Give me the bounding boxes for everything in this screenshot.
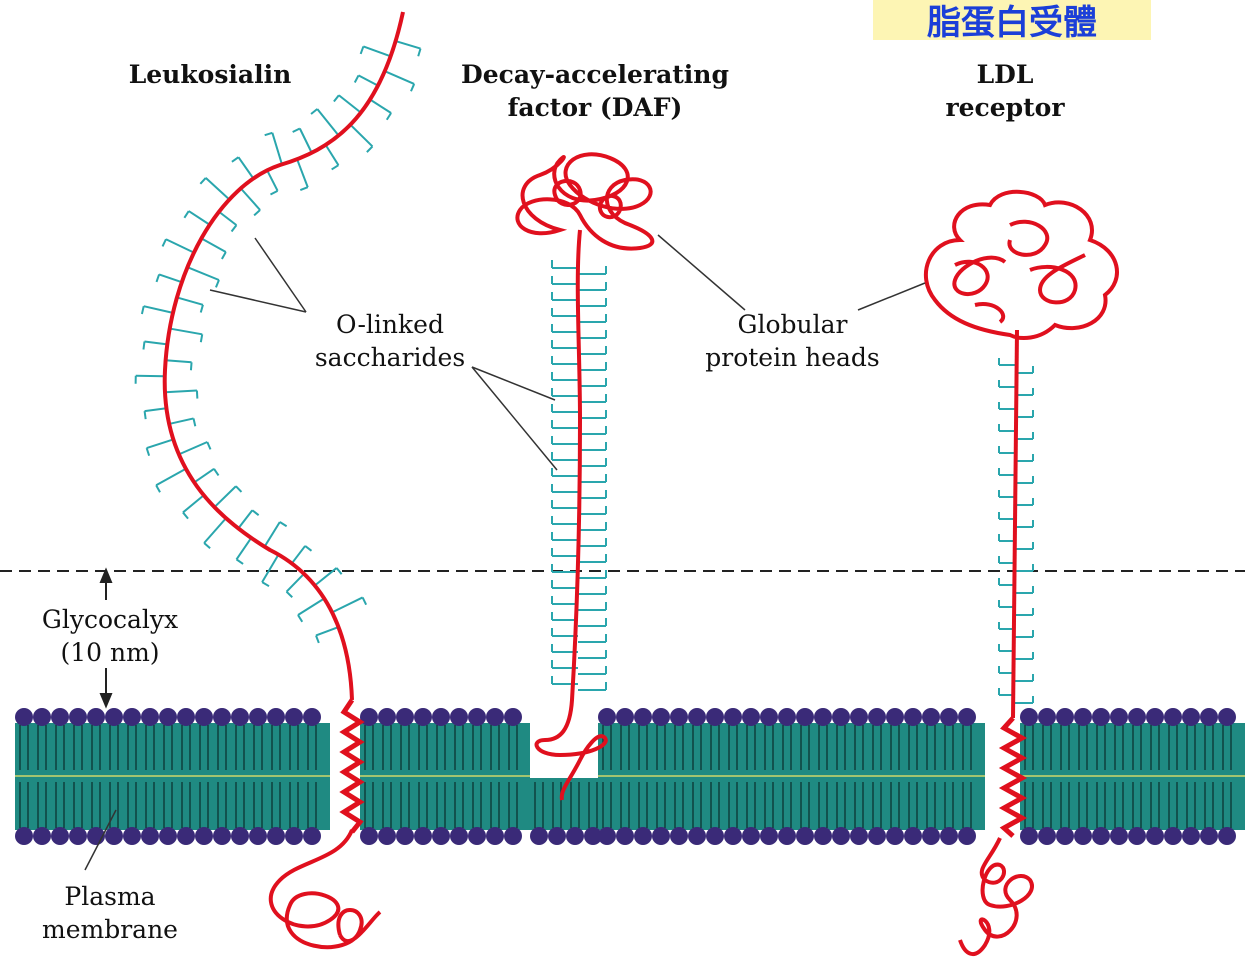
label-glycocalyx-line2: (10 nm) — [30, 636, 190, 669]
label-glycocalyx-line1: Glycocalyx — [30, 603, 190, 636]
daf-protein — [517, 154, 652, 800]
label-globular-line2: protein heads — [700, 341, 885, 374]
leukosialin-transmembrane-helix — [344, 700, 360, 832]
ldl-transmembrane-helix — [1004, 718, 1022, 836]
ldl-cytoplasmic-domain — [960, 838, 1032, 954]
plasma-membrane-bilayer — [15, 708, 1245, 845]
label-olinked-line1: O-linked — [300, 308, 480, 341]
leukosialin-cytoplasmic-domain — [271, 830, 380, 947]
label-leukosialin: Leukosialin — [110, 58, 310, 91]
daf-globular-head — [517, 154, 652, 248]
label-olinked-line2: saccharides — [300, 341, 480, 374]
label-ldl-line2: receptor — [935, 91, 1075, 124]
label-plasma-line1: Plasma — [30, 880, 190, 913]
label-plasma-line2: membrane — [30, 913, 190, 946]
label-ldl-line1: LDL — [935, 58, 1075, 91]
ldl-globular-head — [926, 192, 1117, 338]
page-title: 脂蛋白受體 — [873, 0, 1151, 44]
label-daf-line1: Decay-accelerating — [455, 58, 735, 91]
label-globular-line1: Globular — [700, 308, 885, 341]
label-daf-line2: factor (DAF) — [455, 91, 735, 124]
